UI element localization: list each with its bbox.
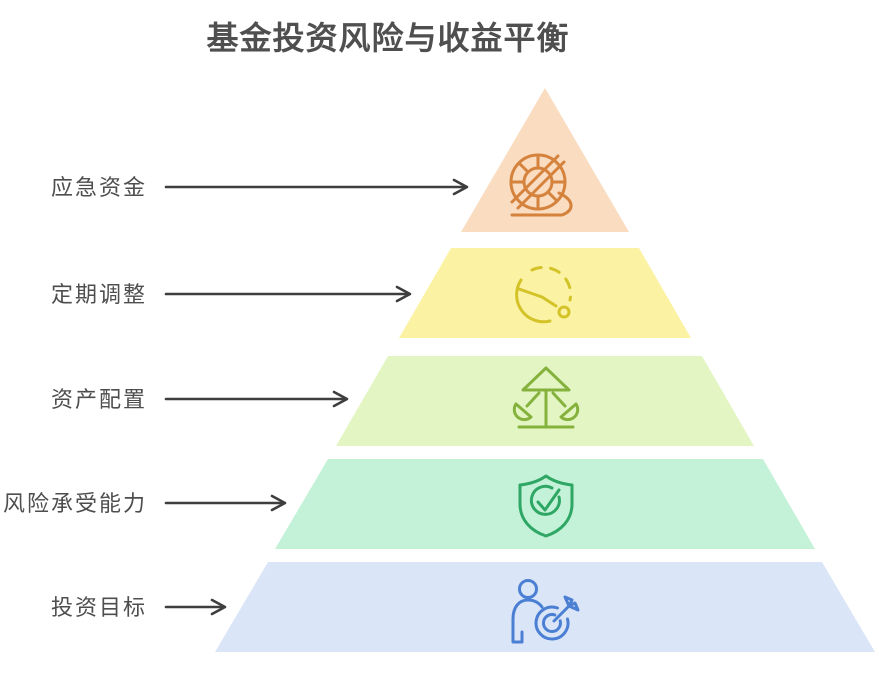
arrow-emergency-fund [164, 178, 469, 196]
pyramid-level-emergency-fund [461, 88, 629, 232]
pyramid-level-risk-tolerance [275, 459, 815, 549]
arrow-risk-tolerance [164, 494, 287, 512]
label-emergency-fund: 应急资金 [51, 175, 147, 200]
page-title: 基金投资风险与收益平衡 [206, 20, 569, 56]
label-asset-allocation: 资产配置 [51, 387, 147, 412]
label-investment-goal: 投资目标 [51, 595, 147, 620]
lifebuoy-icon [509, 153, 573, 217]
arrow-investment-goal [164, 598, 227, 616]
arrow-asset-allocation [164, 390, 349, 408]
pyramid-level-periodic-adjustment [399, 248, 691, 338]
shield-check-icon [518, 474, 574, 538]
balance-scale-icon [512, 366, 580, 429]
label-risk-tolerance: 风险承受能力 [3, 491, 147, 516]
label-periodic-adjustment: 定期调整 [51, 282, 147, 307]
person-target-icon [511, 579, 580, 644]
clock-adjust-icon [515, 265, 573, 324]
arrow-periodic-adjustment [164, 285, 412, 303]
